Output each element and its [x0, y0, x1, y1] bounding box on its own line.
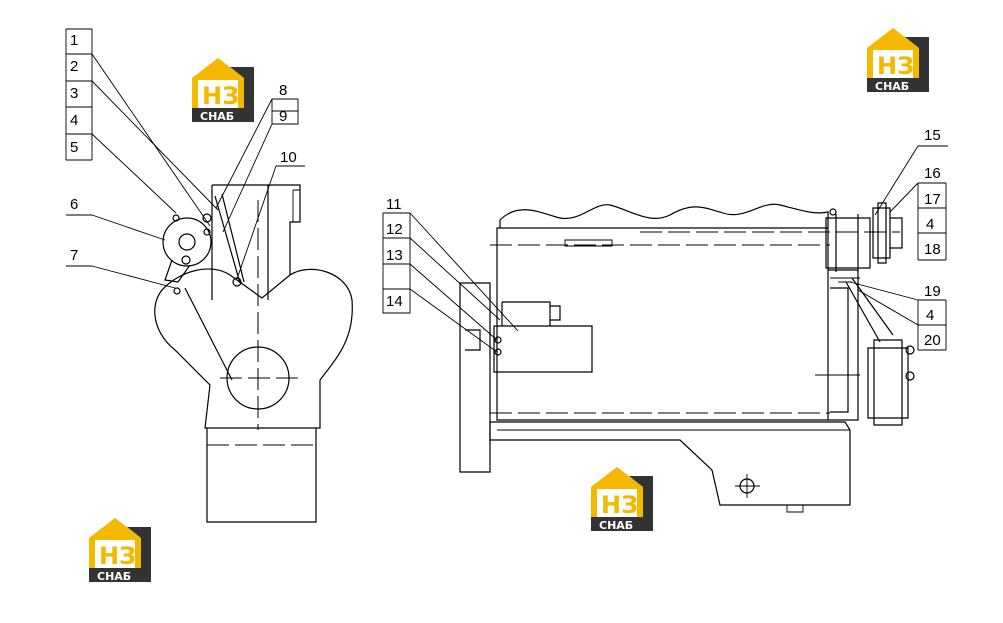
front-view — [154, 184, 353, 523]
callout-12: 12 — [386, 221, 403, 238]
logo-watermark: НЗ СНАБ — [192, 58, 254, 123]
callout-10: 10 — [280, 149, 297, 166]
callout-6: 6 — [70, 196, 78, 213]
callout-20: 20 — [924, 332, 941, 349]
callout-19: 19 — [924, 283, 941, 300]
callout-7: 7 — [70, 247, 78, 264]
callout-11: 11 — [386, 196, 402, 213]
callout-8: 8 — [279, 82, 287, 99]
logo-text: СНАБ — [200, 110, 234, 123]
logo-text: СНАБ — [875, 80, 909, 93]
callout-2: 2 — [70, 58, 78, 75]
side-view — [459, 202, 915, 513]
callout-leaders — [65, 28, 948, 353]
logo-letters: НЗ — [99, 542, 136, 570]
callout-labels: 1 2 3 4 5 6 7 8 9 10 11 12 13 14 15 16 1… — [70, 32, 941, 349]
logo-watermark: НЗ СНАБ — [591, 467, 653, 532]
callout-17: 17 — [924, 191, 941, 208]
callout-3: 3 — [70, 85, 78, 102]
logo-watermark: НЗ СНАБ — [89, 518, 151, 583]
callout-4: 4 — [70, 112, 78, 129]
callout-1: 1 — [70, 32, 78, 49]
logo-text: СНАБ — [97, 570, 131, 583]
callout-9: 9 — [279, 108, 287, 125]
callout-15: 15 — [924, 127, 941, 144]
logo-letters: НЗ — [601, 491, 638, 519]
callout-4b: 4 — [926, 216, 934, 233]
callout-18: 18 — [924, 241, 941, 258]
callout-13: 13 — [386, 247, 403, 264]
logo-letters: НЗ — [202, 82, 239, 110]
logo-watermark: НЗ СНАБ — [867, 28, 929, 93]
logo-text: СНАБ — [599, 519, 633, 532]
callout-5: 5 — [70, 139, 78, 156]
callout-16: 16 — [924, 165, 941, 182]
callout-14: 14 — [386, 293, 403, 310]
logo-letters: НЗ — [877, 52, 914, 80]
callout-4c: 4 — [926, 307, 934, 324]
